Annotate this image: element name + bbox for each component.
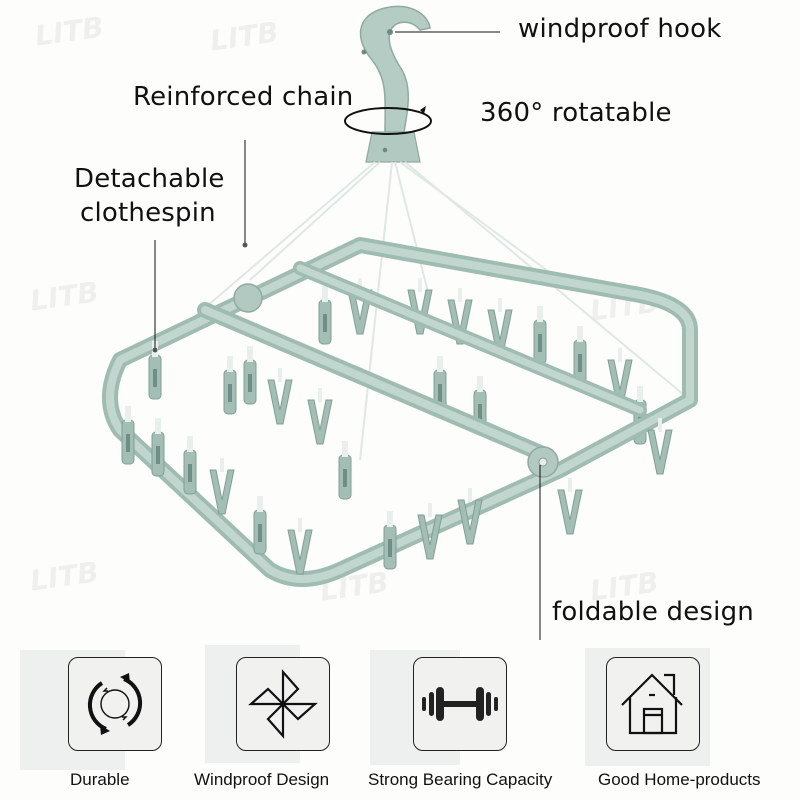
callout-reinforced-chain: Reinforced chain <box>133 82 354 112</box>
pinwheel-icon <box>248 669 318 739</box>
feature-bearing-label: Strong Bearing Capacity <box>368 770 553 789</box>
callout-detachable-clothespin-line2: clothespin <box>80 198 216 228</box>
recycle-arrows-icon <box>87 673 143 735</box>
feature-bearing-card <box>413 657 507 751</box>
feature-windproof-card <box>236 657 330 751</box>
callout-foldable-design: foldable design <box>552 597 754 627</box>
feature-durable-card <box>68 657 162 751</box>
feature-home-card <box>606 657 700 751</box>
callout-detachable-clothespin-line1: Detachable <box>74 164 225 194</box>
feature-durable-label: Durable <box>70 770 130 789</box>
feature-windproof-label: Windproof Design <box>194 770 330 789</box>
callout-360-rotatable: 360° rotatable <box>480 98 672 128</box>
dumbbell-icon <box>422 687 498 721</box>
callout-windproof-hook: windproof hook <box>518 14 722 44</box>
clothespin-rack-illustration <box>102 5 698 640</box>
feature-home-label: Good Home-products <box>598 770 761 789</box>
house-icon <box>621 673 683 735</box>
